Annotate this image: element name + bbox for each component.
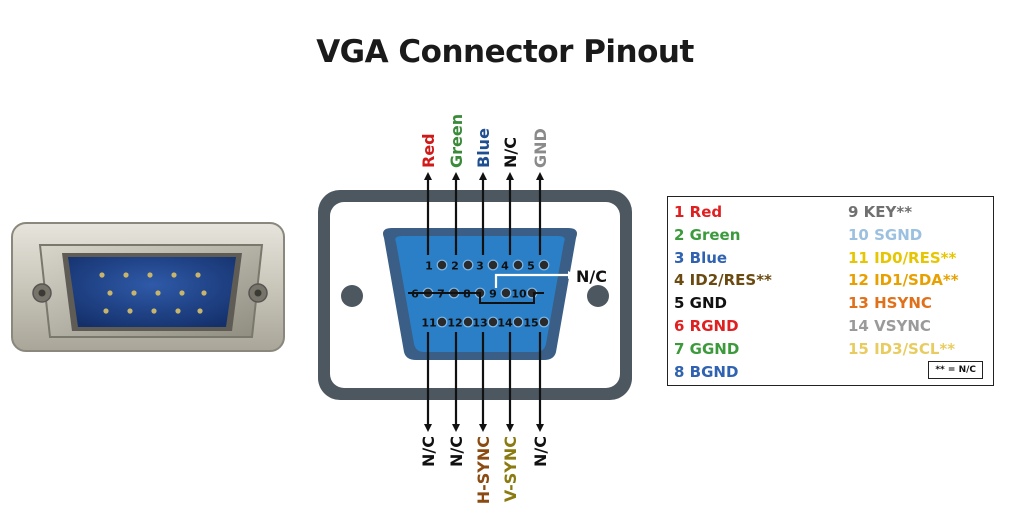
legend-item-9: 9 KEY** (848, 203, 913, 221)
pin-number-3: 3 (476, 260, 484, 273)
legend-item-7: 7 GGND (674, 339, 740, 358)
pin-number-14: 14 (497, 317, 513, 330)
left-mount-hole (341, 285, 363, 307)
legend-item-14: 14 VSYNC (848, 316, 931, 335)
pin-number-6: 6 (411, 288, 419, 301)
pin-number-11: 11 (421, 317, 436, 330)
legend-item-3: 3 Blue (674, 248, 728, 267)
legend-note: ** = N/C (928, 361, 983, 379)
legend-item-15: 15 ID3/SCL** (848, 339, 956, 358)
legend-item-12: 12 ID1/SDA** (848, 271, 959, 290)
top-signal-label-5: GND (531, 128, 550, 168)
diagram-title: VGA Connector Pinout (316, 34, 694, 70)
pin-hole-9 (500, 287, 512, 299)
pin-number-1: 1 (425, 260, 433, 273)
pin-hole-4 (512, 259, 524, 271)
pin-number-15: 15 (523, 317, 538, 330)
ground-bus-line (408, 292, 544, 304)
legend-item-8: 8 BGND (674, 362, 739, 381)
legend-right-column: 9 KEY** 10 SGND 11 ID0/RES** 12 ID1/SDA** 13… (848, 201, 959, 361)
top-signal-label-4: N/C (501, 137, 520, 168)
signal-arrows (408, 172, 576, 432)
pinout-legend: 1 Red 2 Green 3 Blue 4 ID2/RES** 5 GND 6 RGND… (667, 196, 994, 386)
bottom-signal-label-4: V-SYNC (501, 436, 520, 502)
pin-hole-12 (462, 316, 474, 328)
legend-item-10: 10 SGND (848, 225, 923, 244)
bottom-signal-label-1: N/C (419, 436, 438, 467)
side-signal-label: N/C (576, 267, 607, 286)
pin-number-7: 7 (437, 288, 445, 301)
legend-item-5: 5 GND (674, 294, 727, 313)
legend-item-4: 4 ID2/RES** (674, 271, 772, 290)
legend-item-13: 13 HSYNC (848, 294, 932, 313)
pin-hole-15 (538, 316, 550, 328)
pin-number-5: 5 (527, 260, 535, 273)
top-signal-label-3: Blue (474, 128, 493, 168)
pin-number-12: 12 (447, 317, 462, 330)
pin-number-10: 10 (511, 288, 527, 301)
pin-hole-3 (487, 259, 499, 271)
legend-item-2: 2 Green (674, 225, 741, 244)
top-signal-label-2: Green (447, 114, 466, 168)
pin-number-8: 8 (463, 288, 471, 301)
top-signal-label-1: Red (419, 133, 438, 168)
pin-hole-11 (436, 316, 448, 328)
bottom-signal-label-3: H-SYNC (474, 436, 493, 504)
pin-number-4: 4 (501, 260, 509, 273)
pin-hole-5 (538, 259, 550, 271)
pin-hole-2 (462, 259, 474, 271)
pin-hole-13 (487, 316, 499, 328)
pin-hole-14 (512, 316, 524, 328)
legend-item-1: 1 Red (674, 203, 723, 221)
legend-item-11: 11 ID0/RES** (848, 248, 957, 267)
side-arrow-pin9 (494, 271, 576, 288)
right-mount-hole (587, 285, 609, 307)
legend-item-6: 6 RGND (674, 316, 739, 335)
pin-number-2: 2 (451, 260, 459, 273)
legend-left-column: 1 Red 2 Green 3 Blue 4 ID2/RES** 5 GND 6 RGND… (674, 201, 772, 383)
vga-connector-photo (11, 222, 285, 352)
pin-holes (422, 259, 550, 328)
bottom-signal-label-5: N/C (531, 436, 550, 467)
pin-number-9: 9 (489, 288, 497, 301)
bottom-signal-label-2: N/C (447, 436, 466, 467)
pin-hole-1 (436, 259, 448, 271)
pin-number-13: 13 (472, 317, 487, 330)
